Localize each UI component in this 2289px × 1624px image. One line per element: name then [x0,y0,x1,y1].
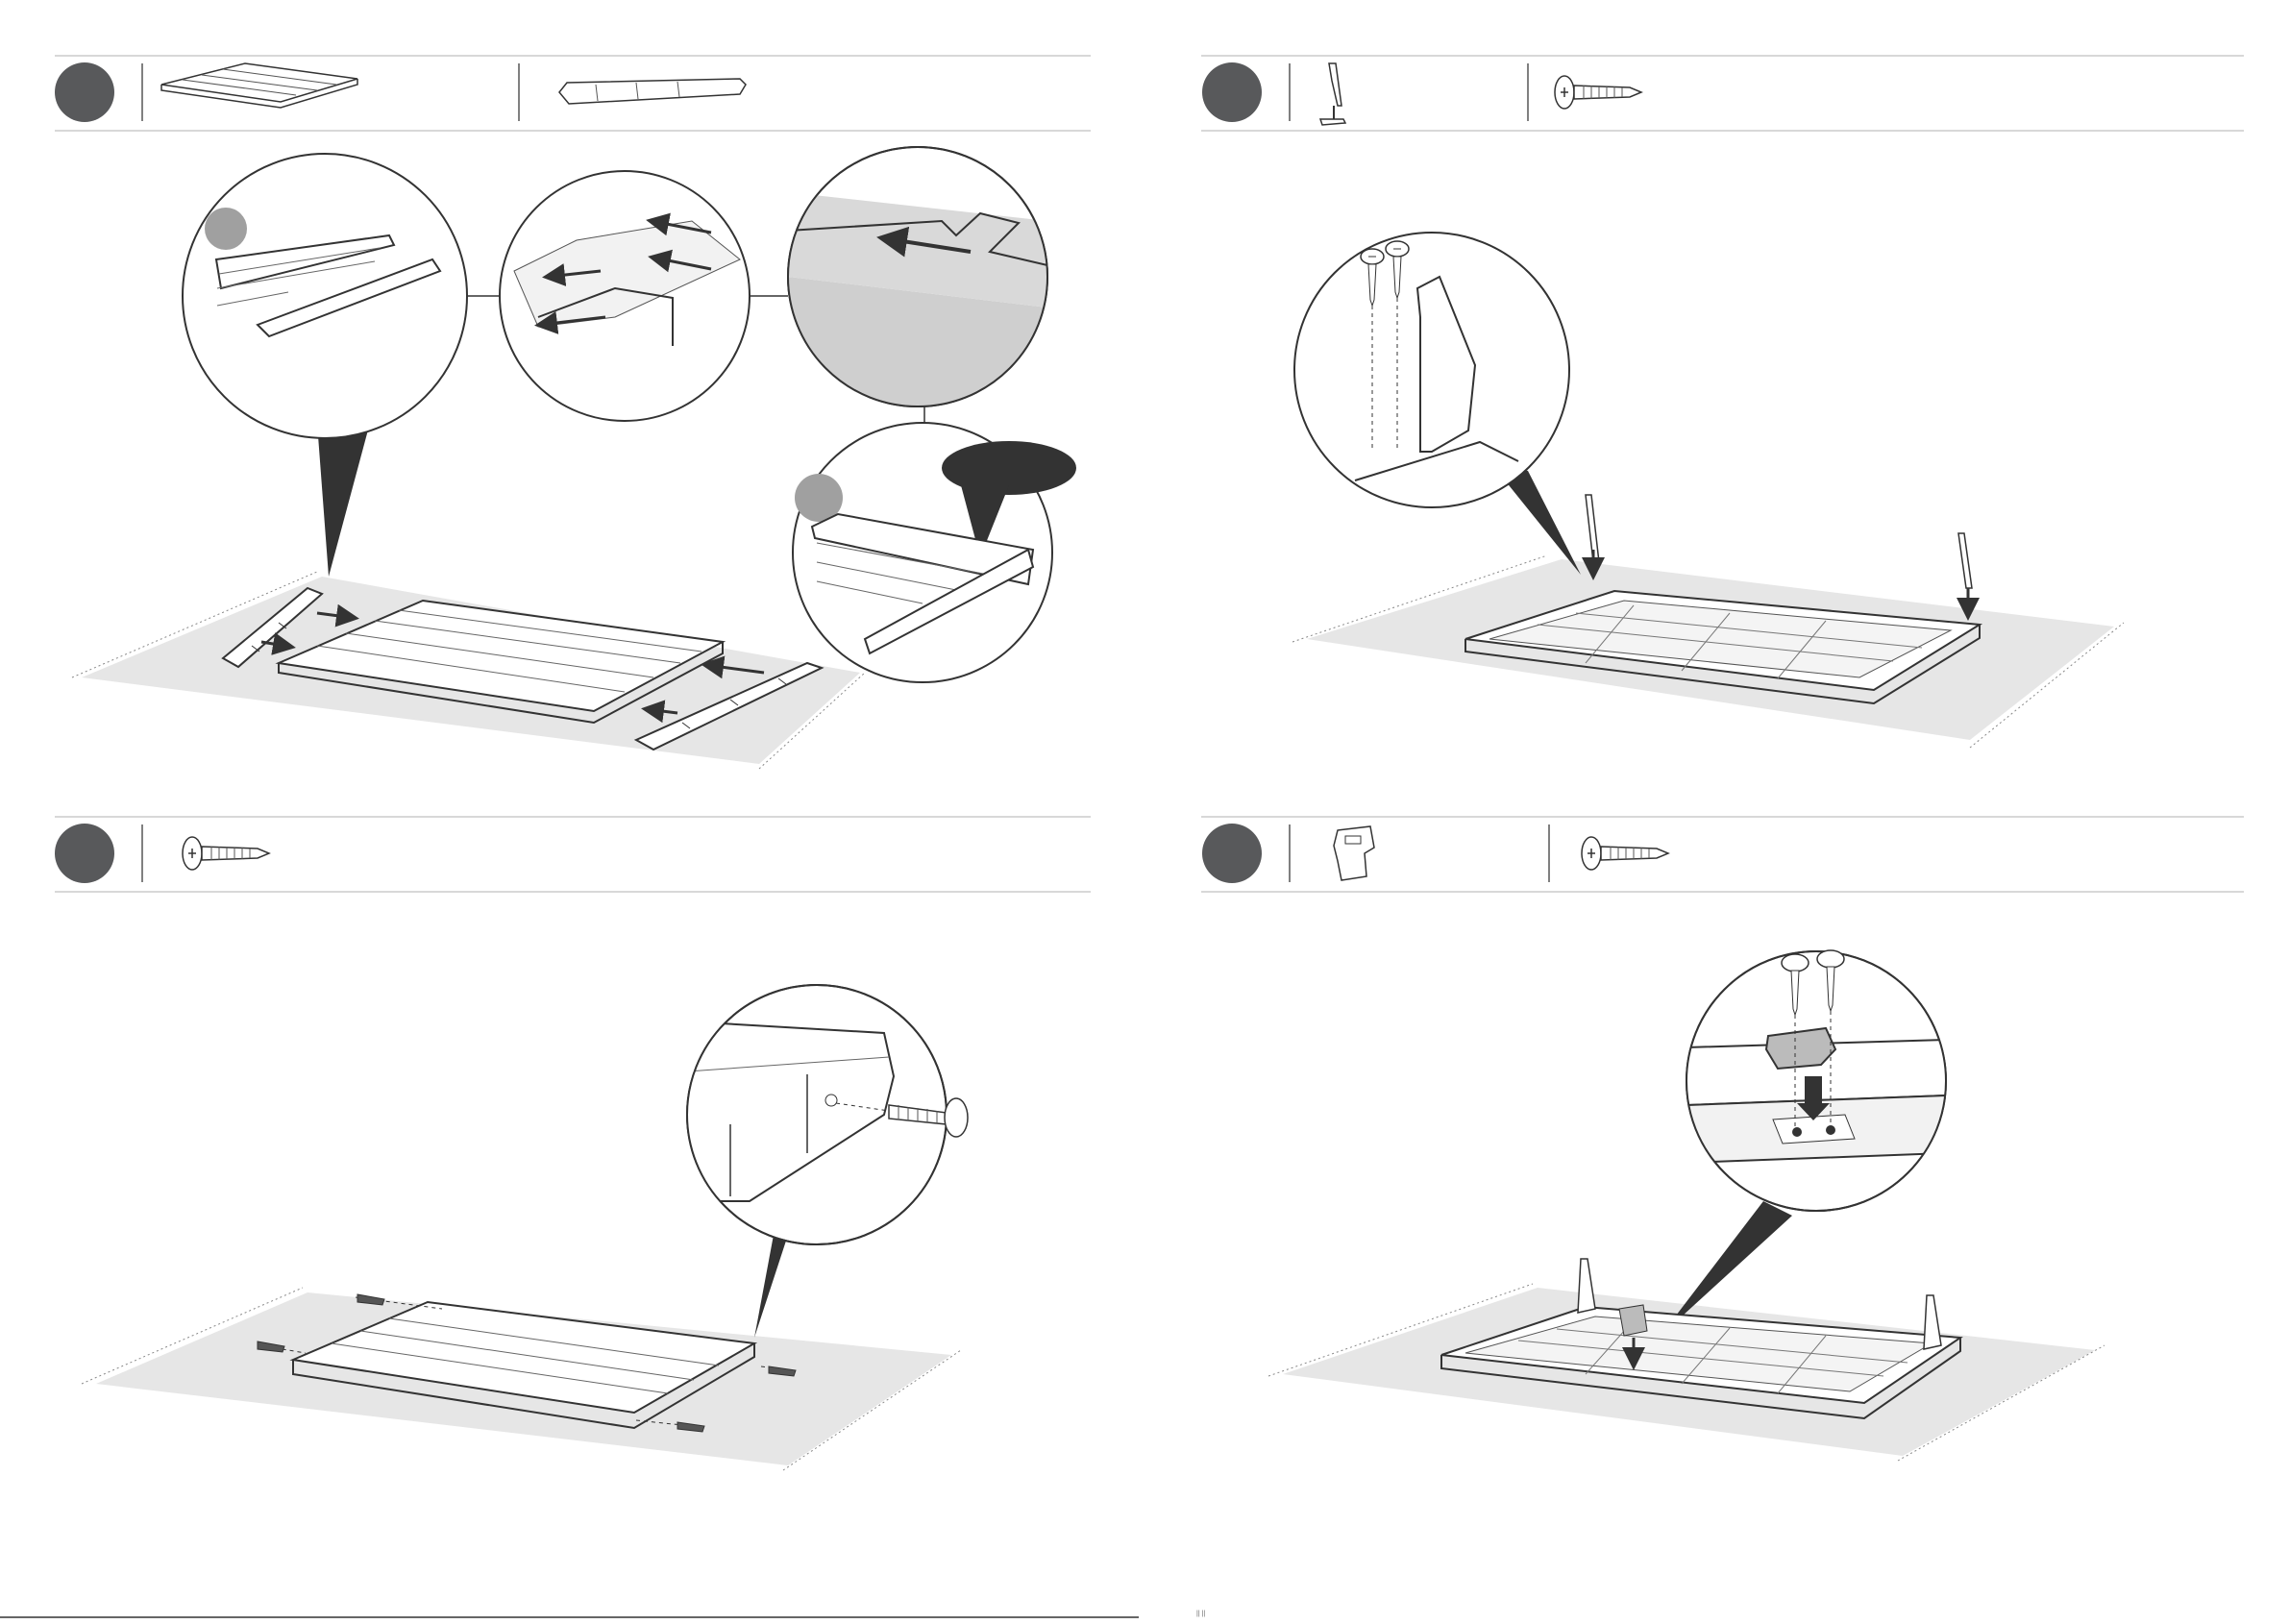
step-3-header [55,817,1091,892]
step-2-badge [1202,62,1262,122]
step-1-illustration [72,147,1076,769]
zoom-detail-bracket [1294,233,1569,507]
leg-bracket-left [1578,1259,1595,1313]
zoom-detail-2 [500,171,750,421]
step-4-header [1201,817,2244,892]
side-rail-icon [559,79,746,104]
zoom-detail-1 [183,154,467,438]
clip [1619,1305,1647,1336]
step-3-illustration [82,985,968,1470]
clip-icon [1334,826,1374,880]
screw-icon [1555,76,1641,109]
leg-bracket-right [1958,533,1972,588]
leg-bracket-icon [1320,63,1345,125]
step-2-header [1201,56,2244,131]
step-3-badge [55,824,114,883]
step-1-header [55,56,1091,131]
zoom-detail-screw [687,985,968,1244]
step-2-illustration [1292,233,2124,748]
page-footer-mark: || || [1196,1611,1205,1617]
step-1-badge [55,62,114,122]
slatted-panel-icon [161,63,357,108]
zoom-detail-3 [788,147,1047,413]
step-4-illustration [1268,950,2104,1461]
leg-bracket-right [1924,1295,1941,1349]
screw-icon [183,837,269,870]
zoom-detail-clip [1686,950,1946,1211]
step-4-badge [1202,824,1262,883]
screw-icon [1582,837,1668,870]
magnifier-label-a [205,208,247,250]
zoom-detail-4 [793,423,1076,682]
